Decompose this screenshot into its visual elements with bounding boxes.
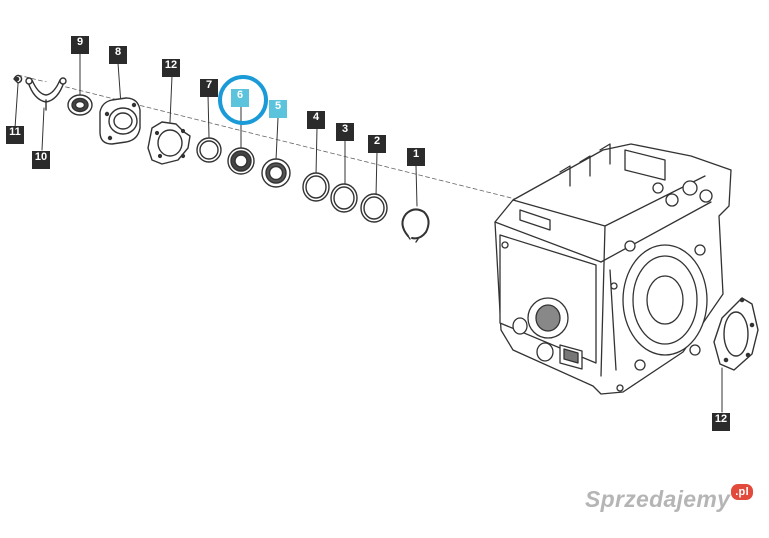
callout-label-9: 9 (71, 36, 89, 54)
callout-label-3: 3 (336, 123, 354, 141)
part-12-gasket-right (713, 297, 759, 371)
part-5-bearing (261, 158, 291, 188)
part-2-ring (360, 193, 388, 223)
part-4-ring (302, 172, 330, 202)
part-6-seal (227, 147, 255, 175)
part-1-circlip (401, 208, 430, 243)
leader-lines (14, 51, 723, 413)
part-12-gasket-left (147, 121, 191, 165)
part-10-fork (25, 77, 67, 111)
part-9-bearing (67, 94, 93, 116)
callout-label-10: 10 (32, 151, 50, 169)
callout-label-1: 1 (407, 148, 425, 166)
gearbox-housing (494, 143, 732, 395)
callout-label-7: 7 (200, 79, 218, 97)
watermark-text: Sprzedajemy (585, 486, 731, 512)
watermark-logo: Sprzedajemy.pl (585, 484, 753, 513)
callout-label-2: 2 (368, 135, 386, 153)
callout-label-4: 4 (307, 111, 325, 129)
part-8-housing (99, 97, 141, 145)
highlight-circle (218, 75, 268, 125)
part-7-ring (196, 137, 222, 163)
callout-label-12-top: 12 (162, 59, 180, 77)
callout-label-11: 11 (6, 126, 24, 144)
callout-label-8: 8 (109, 46, 127, 64)
part-11-pin (13, 74, 23, 84)
watermark-badge: .pl (731, 484, 753, 500)
part-3-ring (330, 183, 358, 213)
callout-label-5: 5 (269, 100, 287, 118)
callout-label-12-bottom: 12 (712, 413, 730, 431)
